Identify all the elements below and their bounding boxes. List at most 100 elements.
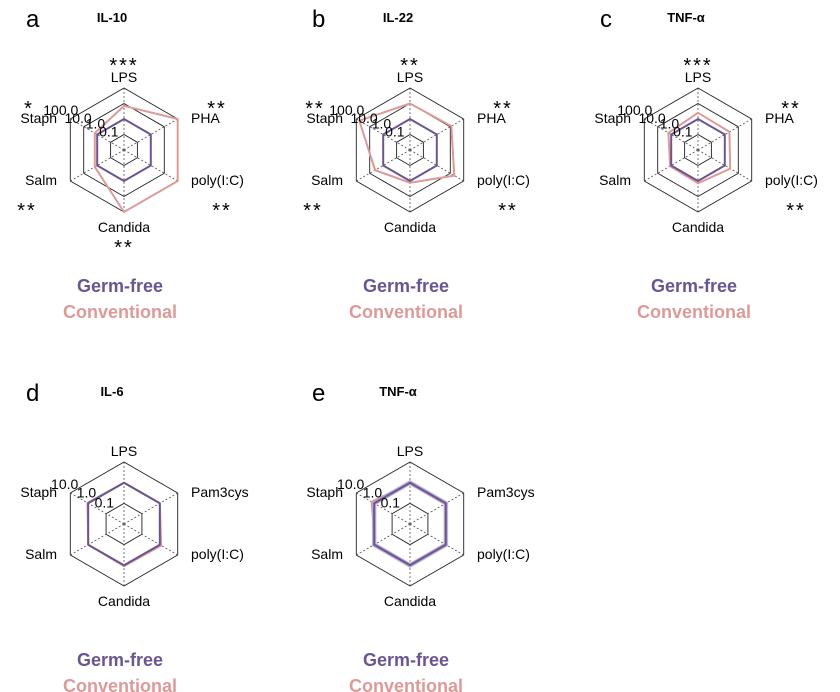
significance-marker: **: [305, 98, 325, 120]
significance-marker: **: [114, 237, 134, 259]
conventional-series-line: [93, 104, 179, 213]
axis-label: Staph: [20, 110, 57, 126]
significance-marker: **: [493, 98, 513, 120]
axis-label: poly(I:C): [477, 546, 530, 562]
axis-label: poly(I:C): [191, 546, 244, 562]
axis-label: PHA: [191, 110, 220, 126]
tick-label: 1.0: [363, 484, 383, 500]
grid-ring: [684, 133, 712, 167]
tick-label: 0.1: [381, 495, 401, 511]
tick-label: 10.0: [64, 110, 91, 126]
axis-label: Staph: [306, 110, 343, 126]
tick-label: 1.0: [660, 116, 680, 132]
germ-free-series-line: [373, 481, 447, 567]
significance-marker: *: [24, 98, 34, 120]
significance-marker: ***: [683, 55, 712, 77]
panel-letter: d: [26, 380, 39, 407]
axis-label: Staph: [20, 484, 57, 500]
panel-title: IL-6: [100, 384, 123, 399]
legend-germ-free: Germ-free: [77, 650, 163, 670]
conventional-series-line: [667, 111, 732, 185]
tick-label: 10.0: [638, 110, 665, 126]
tick-label: 10.0: [337, 476, 364, 492]
axis-label: LPS: [111, 443, 137, 459]
germ-free-series-line: [670, 118, 726, 182]
axis-label: LPS: [397, 69, 423, 85]
axis-label: poly(I:C): [477, 172, 530, 188]
significance-marker: **: [786, 200, 806, 222]
significance-marker: **: [303, 200, 323, 222]
tick-label: 1.0: [372, 116, 392, 132]
panel-letter: b: [312, 6, 325, 33]
axis-label: Salm: [25, 546, 57, 562]
legend-conventional: Conventional: [349, 676, 463, 692]
significance-marker: **: [212, 200, 232, 222]
legend-conventional: Conventional: [349, 302, 463, 322]
legend-germ-free: Germ-free: [77, 276, 163, 296]
legend-conventional: Conventional: [63, 302, 177, 322]
grid-ring: [657, 102, 739, 198]
panel-title: IL-10: [97, 10, 127, 25]
legend-conventional: Conventional: [63, 676, 177, 692]
axis-label: LPS: [111, 69, 137, 85]
axis-label: Candida: [384, 219, 436, 235]
radar-panel-d: 10.01.00.1 LPS Pam3cys poly(I:C) Candida Salm…: [20, 380, 248, 692]
germ-free-series-line: [382, 118, 438, 182]
conventional-series-line: [358, 102, 456, 184]
axis-label: Staph: [594, 110, 631, 126]
axis-label: poly(I:C): [765, 172, 818, 188]
grid-ring: [369, 102, 451, 198]
axis-label: PHA: [765, 110, 794, 126]
grid-ring: [83, 102, 165, 198]
germ-free-series-line: [96, 118, 152, 182]
tick-label: 0.1: [385, 123, 405, 139]
significance-marker: **: [207, 98, 227, 120]
axis-label: Candida: [98, 593, 150, 609]
axis-label: Pam3cys: [477, 484, 535, 500]
axis-label: LPS: [397, 443, 423, 459]
axis-label: Salm: [311, 172, 343, 188]
tick-label: 10.0: [51, 476, 78, 492]
axis-label: LPS: [685, 69, 711, 85]
radar-panel-e: 10.01.00.1 LPS Pam3cys poly(I:C) Candida Salm…: [306, 380, 534, 692]
significance-marker: **: [498, 200, 518, 222]
legend-germ-free: Germ-free: [651, 276, 737, 296]
radar-panel-a: 100.010.01.00.1 LPS PHA poly(I:C) Candida Sal…: [17, 6, 244, 322]
panel-letter: e: [312, 380, 325, 407]
germ-free-series-line: [87, 481, 161, 567]
significance-marker: **: [781, 98, 801, 120]
panel-title: IL-22: [383, 10, 413, 25]
axis-label: Candida: [672, 219, 724, 235]
significance-marker: **: [17, 200, 37, 222]
axis-label: Salm: [599, 172, 631, 188]
axis-label: Staph: [306, 484, 343, 500]
legend-conventional: Conventional: [637, 302, 751, 322]
tick-label: 100.0: [329, 102, 364, 118]
panel-letter: a: [26, 6, 40, 33]
tick-label: 0.1: [99, 123, 119, 139]
tick-label: 1.0: [86, 116, 106, 132]
tick-label: 100.0: [43, 102, 78, 118]
panel-letter: c: [600, 6, 612, 33]
axis-label: Candida: [384, 593, 436, 609]
grid-ring: [110, 133, 138, 167]
tick-label: 10.0: [350, 110, 377, 126]
significance-marker: ***: [109, 55, 138, 77]
axis-label: Pam3cys: [191, 484, 249, 500]
legend-germ-free: Germ-free: [363, 650, 449, 670]
significance-marker: **: [400, 55, 420, 77]
radar-panel-c: 100.010.01.00.1LPSPHApoly(I:C)CandidaSal…: [594, 6, 818, 322]
axis-label: poly(I:C): [191, 172, 244, 188]
panel-title: TNF-α: [379, 384, 417, 399]
axis-label: Salm: [25, 172, 57, 188]
axis-label: Salm: [311, 546, 343, 562]
axis-label: Candida: [98, 219, 150, 235]
tick-label: 0.1: [673, 123, 693, 139]
tick-label: 1.0: [77, 484, 97, 500]
tick-label: 0.1: [95, 495, 115, 511]
panel-title: TNF-α: [667, 10, 705, 25]
legend-germ-free: Germ-free: [363, 276, 449, 296]
grid-ring: [396, 133, 424, 167]
radar-panel-b: 100.010.01.00.1LPSPHApoly(I:C)CandidaSal…: [303, 6, 530, 322]
